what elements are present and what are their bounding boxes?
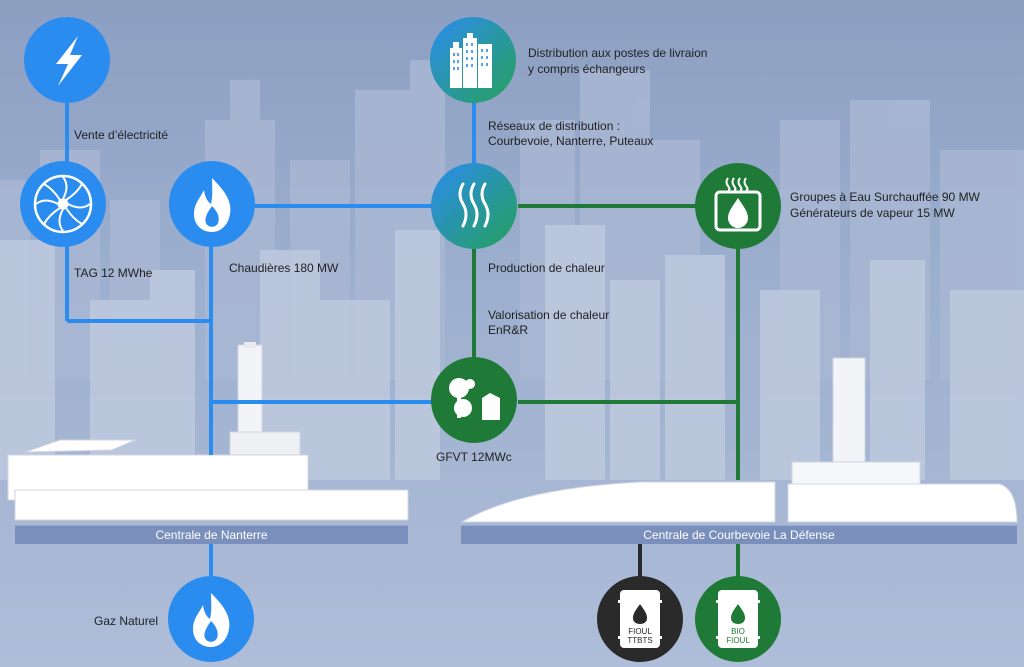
- gas-node: [168, 576, 254, 662]
- city-skyline-front: [0, 225, 1024, 480]
- tag-node: [20, 161, 106, 247]
- recovery-label-line2: EnR&R: [488, 323, 529, 337]
- courbevoie-plant-bar: Centrale de Courbevoie La Défense: [461, 525, 1017, 544]
- heat-waves-icon: [458, 182, 490, 228]
- sale-electricity-label: Vente d’électricité: [74, 128, 169, 142]
- heat-node: [431, 163, 517, 249]
- gfvt-label: GFVT 12MWc: [436, 450, 512, 464]
- courbevoie-plant-building: [460, 357, 1018, 523]
- biofioul-node: BIO FIOUL: [695, 576, 781, 662]
- recovery-label-line1: Valorisation de chaleur: [488, 308, 610, 322]
- oil-barrel-icon: FIOUL TTBTS: [618, 590, 662, 648]
- flame-icon: [193, 593, 230, 647]
- water-groups-node: [695, 163, 781, 249]
- electricity-node: [24, 17, 110, 103]
- nanterre-plant-bar: Centrale de Nanterre: [15, 525, 408, 544]
- flame-icon: [194, 178, 231, 232]
- biofioul-barrel-text-2: FIOUL: [726, 636, 750, 645]
- distribution-label-line2: y compris échangeurs: [528, 62, 646, 76]
- water-drop-steam-icon: [714, 177, 762, 232]
- lightning-bolt-icon: [56, 36, 82, 86]
- fioul-barrel-text-2: TTBTS: [627, 636, 652, 645]
- water-groups-label-line2: Générateurs de vapeur 15 MW: [790, 206, 955, 220]
- networks-label-line1: Réseaux de distribution :: [488, 119, 621, 133]
- heat-production-label: Production de chaleur: [488, 261, 605, 275]
- buildings-icon: [450, 33, 492, 88]
- gfvt-node: [431, 357, 517, 443]
- connector-lines: [65, 95, 740, 578]
- networks-label-line2: Courbevoie, Nanterre, Puteaux: [488, 134, 654, 148]
- fioul-barrel-text-1: FIOUL: [628, 627, 652, 636]
- nanterre-plant-building: [7, 342, 409, 521]
- boilers-node: [169, 161, 255, 247]
- distribution-label-line1: Distribution aux postes de livraion: [528, 46, 708, 60]
- tag-label: TAG 12 MWhe: [74, 266, 153, 280]
- buildings-node: [430, 17, 516, 103]
- turbine-fan-icon: [33, 174, 93, 234]
- biofioul-barrel-text-1: BIO: [731, 627, 745, 636]
- fioul-node: FIOUL TTBTS: [597, 576, 683, 662]
- water-groups-label-line1: Groupes à Eau Surchauffée 90 MW: [790, 190, 980, 204]
- oil-barrel-icon: BIO FIOUL: [716, 590, 760, 648]
- boilers-label: Chaudières 180 MW: [229, 261, 339, 275]
- gas-label: Gaz Naturel: [94, 614, 159, 628]
- industrial-tanks-icon: [449, 378, 500, 420]
